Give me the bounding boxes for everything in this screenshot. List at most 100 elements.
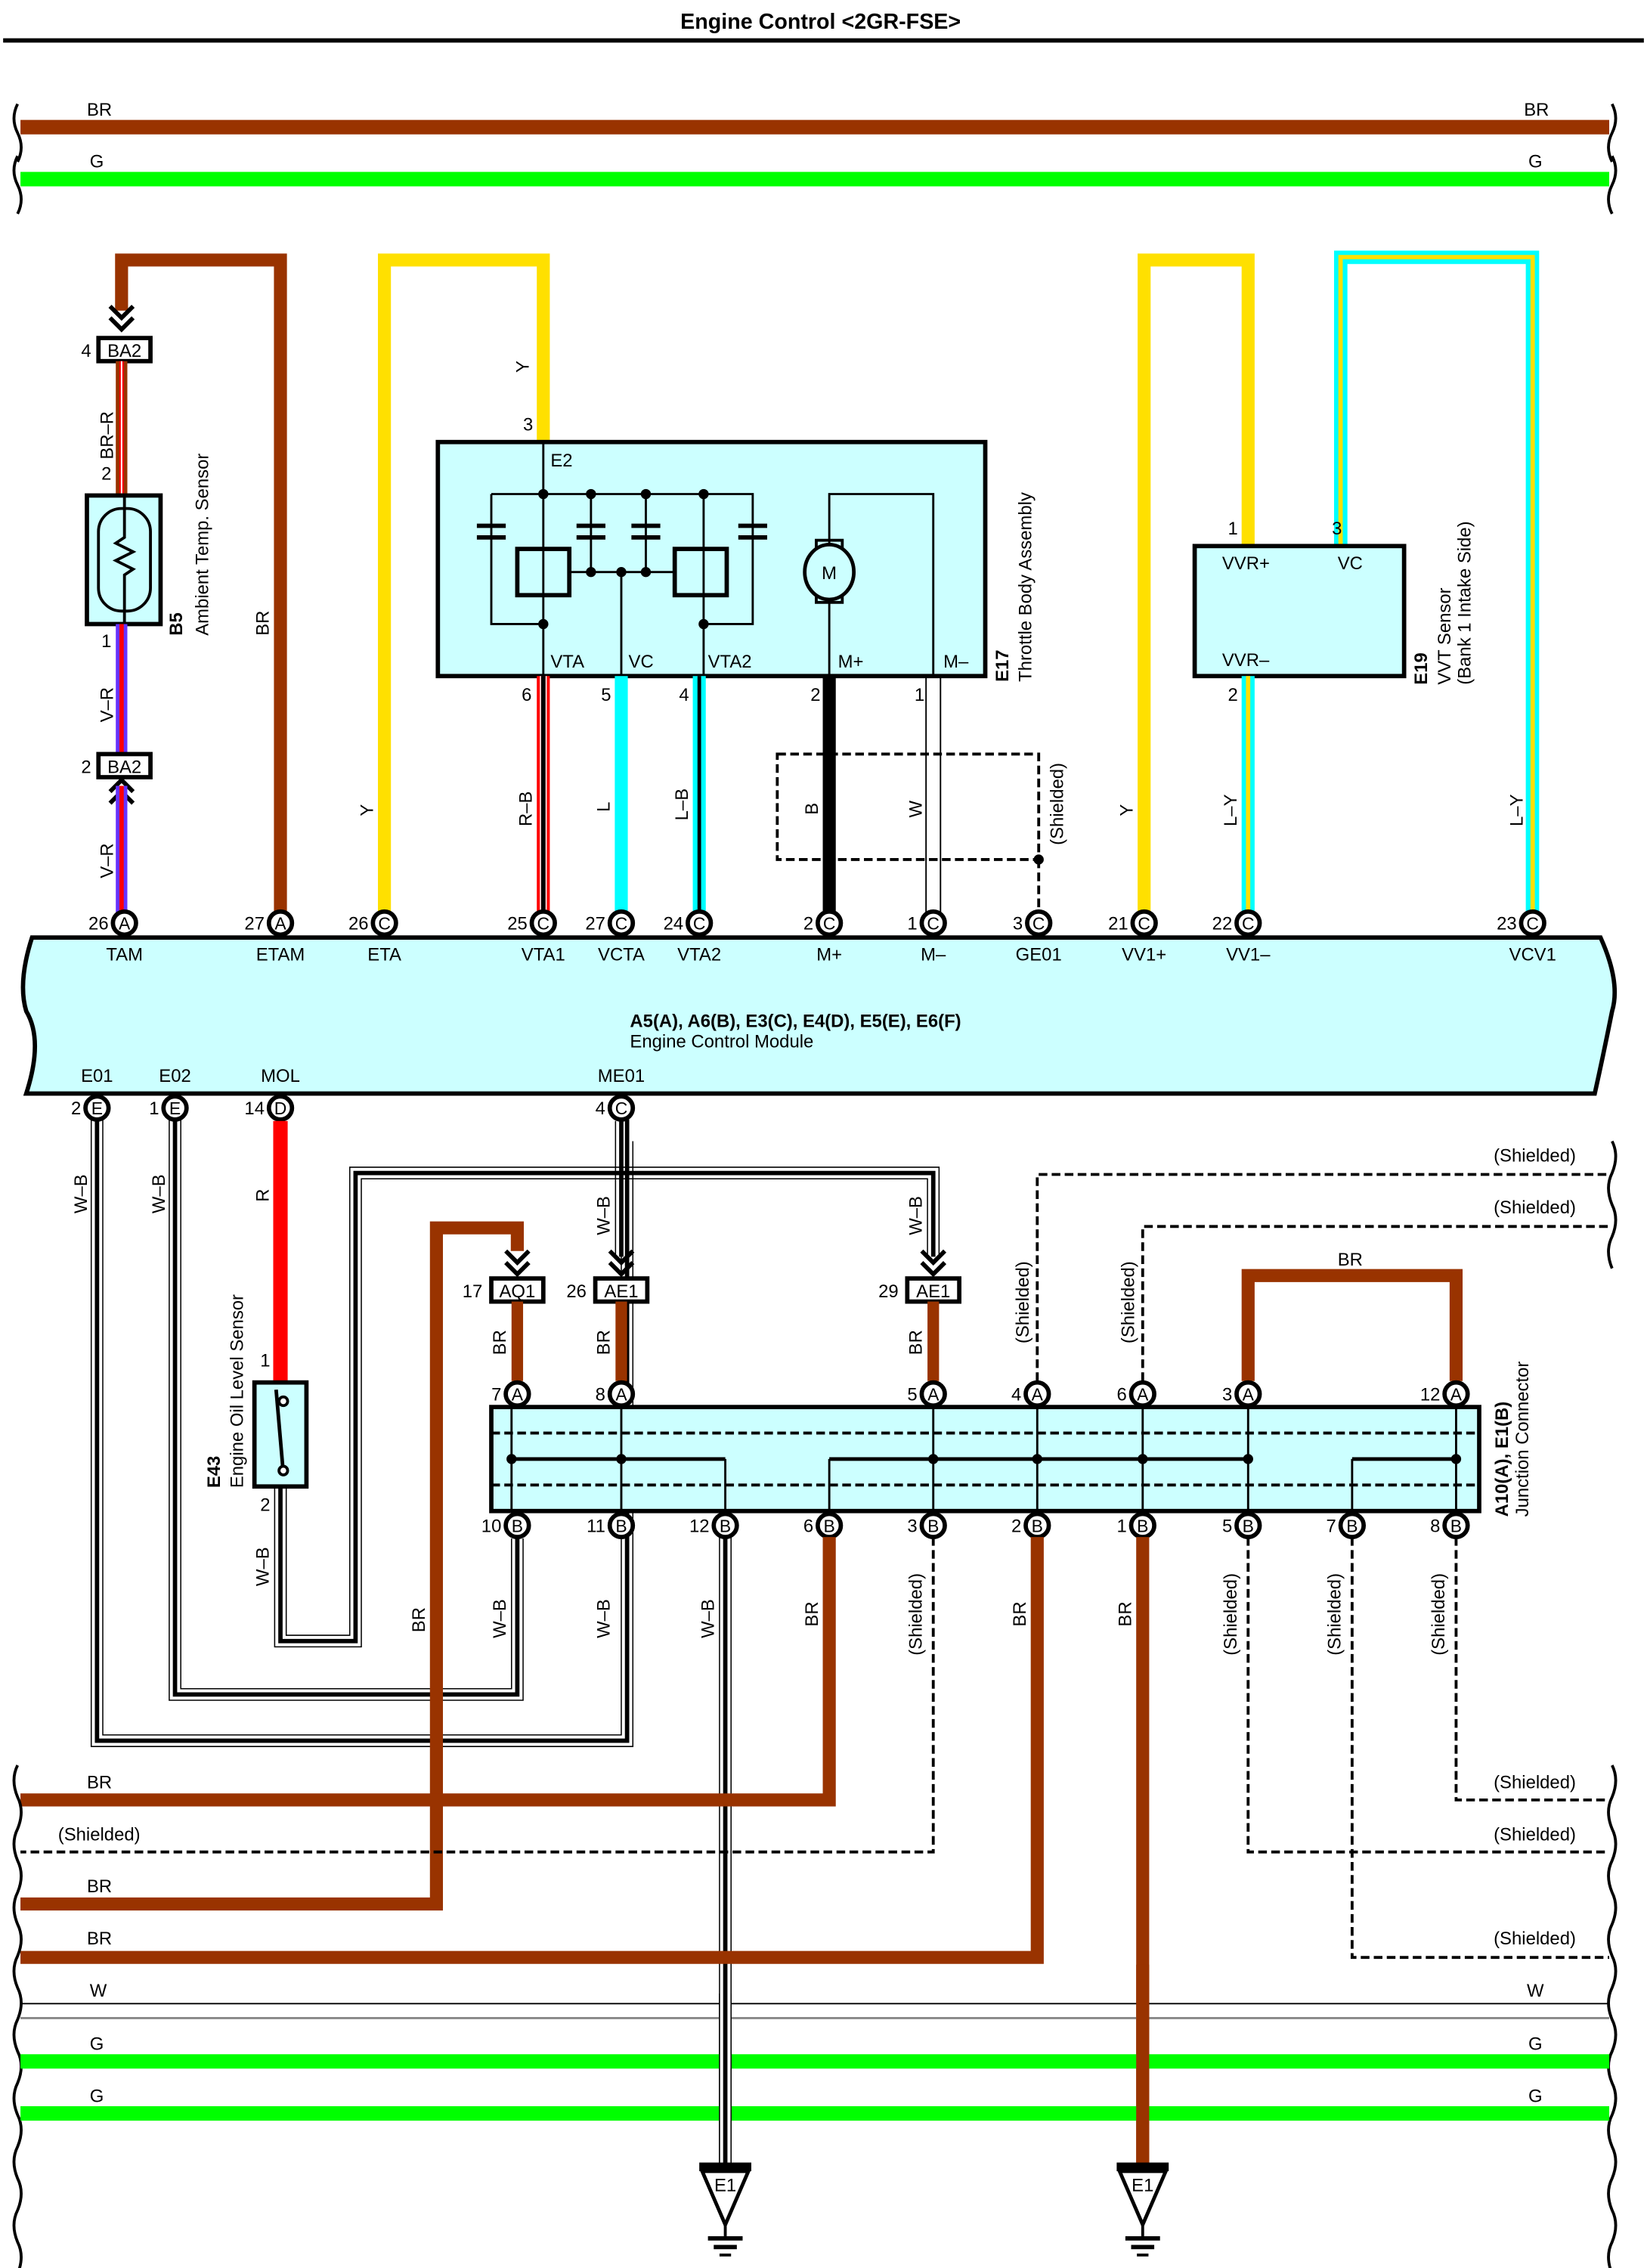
svg-text:BR: BR xyxy=(594,1330,615,1355)
svg-text:G: G xyxy=(90,2086,104,2106)
pin-number: 3 xyxy=(907,1516,917,1536)
pin-number: 26 xyxy=(348,914,369,934)
connector-pin: C2M+ xyxy=(803,909,844,965)
pin-number: 22 xyxy=(1212,914,1233,934)
pin-connector-letter: C xyxy=(823,914,836,934)
shield-b3: (Shielded) xyxy=(20,1537,935,1854)
throttle-body-e17: E2 M xyxy=(435,439,1036,682)
wire-r-b: 6 R–B xyxy=(516,676,550,913)
shield-b5-b7-b8: (Shielded) (Shielded) (Shielded) (Shield… xyxy=(1221,1537,1609,1960)
connector-pin: A12 xyxy=(1420,1380,1470,1408)
pin-connector-letter: E xyxy=(91,1098,103,1118)
pin-number: 1 xyxy=(1116,1516,1126,1536)
svg-text:3: 3 xyxy=(1332,519,1342,539)
svg-text:BR: BR xyxy=(87,1876,112,1897)
connector-pin: B3 xyxy=(907,1511,947,1539)
svg-text:E43: E43 xyxy=(204,1456,224,1488)
pin-number: 3 xyxy=(1013,914,1023,934)
svg-text:17: 17 xyxy=(463,1281,483,1302)
wire-w: 1 W xyxy=(906,676,942,913)
bus-w: W W xyxy=(20,1981,1609,2019)
shield-e17: (Shielded) xyxy=(776,752,1068,913)
pin-number: 2 xyxy=(71,1098,81,1119)
pin-number: 8 xyxy=(596,1385,605,1405)
pin-connector-letter: A xyxy=(1243,1385,1255,1405)
svg-text:3: 3 xyxy=(523,414,533,435)
wire-label: BR xyxy=(253,611,274,636)
svg-text:Engine Control Module: Engine Control Module xyxy=(630,1031,813,1052)
ground-icon xyxy=(707,2224,743,2257)
svg-text:W–B: W–B xyxy=(594,1599,615,1638)
pin-number: 10 xyxy=(481,1516,502,1536)
pin-number: 7 xyxy=(491,1385,501,1405)
pin-terminal-name: VV1– xyxy=(1226,945,1271,965)
svg-text:L–B: L–B xyxy=(672,789,692,820)
pin-connector-letter: C xyxy=(615,914,628,934)
pin-terminal-name: MOL xyxy=(261,1066,300,1086)
pin-connector-letter: B xyxy=(615,1516,627,1535)
svg-text:BR: BR xyxy=(1338,1250,1363,1270)
pin-number: 6 xyxy=(1116,1385,1126,1405)
svg-text:B5: B5 xyxy=(166,612,187,636)
svg-text:VC: VC xyxy=(1338,553,1363,574)
pin-terminal-name: M+ xyxy=(816,945,842,965)
svg-text:BR: BR xyxy=(490,1330,510,1355)
svg-text:Ambient Temp. Sensor: Ambient Temp. Sensor xyxy=(192,454,212,636)
pin-number: 5 xyxy=(907,1385,917,1405)
svg-text:(Shielded): (Shielded) xyxy=(1429,1573,1449,1656)
thermistor-icon xyxy=(112,495,137,624)
svg-text:(Shielded): (Shielded) xyxy=(1118,1261,1138,1343)
svg-text:BR: BR xyxy=(87,1929,112,1949)
svg-text:4: 4 xyxy=(81,341,91,361)
wires-br-to-jc: BR BR BR xyxy=(490,1301,940,1381)
pin-number: 24 xyxy=(664,914,684,934)
svg-text:(Shielded): (Shielded) xyxy=(906,1573,926,1656)
svg-text:G: G xyxy=(1528,2034,1543,2054)
wire-y-eta-e2 xyxy=(378,253,550,913)
svg-text:VTA2: VTA2 xyxy=(708,652,752,672)
svg-text:W–B: W–B xyxy=(490,1599,510,1638)
bottom-buses: BR (Shielded) BR BR W W G G G G xyxy=(12,1765,1618,2268)
svg-text:V–R: V–R xyxy=(97,843,117,878)
motor-icon: M xyxy=(803,538,856,604)
pin-number: 21 xyxy=(1108,914,1128,934)
svg-text:BR: BR xyxy=(906,1330,926,1355)
wire-br-etam xyxy=(115,253,287,925)
bus-label-left: G xyxy=(90,152,104,172)
connector-pin: A4 xyxy=(1011,1380,1051,1408)
svg-text:1: 1 xyxy=(915,685,924,705)
svg-text:R–B: R–B xyxy=(516,792,537,826)
svg-text:W: W xyxy=(906,801,926,818)
svg-text:AE1: AE1 xyxy=(604,1281,638,1302)
connector-ae1-29: AE1 29 xyxy=(878,1249,961,1304)
pin-connector-letter: A xyxy=(1032,1385,1044,1405)
svg-text:M+: M+ xyxy=(838,652,864,672)
pin-connector-letter: C xyxy=(537,914,550,934)
svg-text:2: 2 xyxy=(81,757,91,777)
wire-br-aq1-loop xyxy=(20,1221,525,1911)
connector-ba2-bottom: BA2 2 xyxy=(81,751,153,805)
pin-connector-letter: C xyxy=(1138,914,1150,934)
pin-connector-letter: A xyxy=(274,914,286,934)
pin-connector-letter: A xyxy=(615,1385,627,1405)
ambient-temp-sensor-b5: B5 Ambient Temp. Sensor xyxy=(85,454,212,636)
pin-connector-letter: A xyxy=(1450,1385,1463,1405)
pin-terminal-name: VCTA xyxy=(598,945,645,965)
wire-l-b: 4 L–B xyxy=(672,676,706,913)
svg-text:29: 29 xyxy=(878,1281,899,1302)
svg-text:W–B: W–B xyxy=(594,1196,615,1235)
svg-text:VTA: VTA xyxy=(550,652,584,672)
pin-connector-letter: B xyxy=(1137,1516,1148,1535)
pin-number: 12 xyxy=(689,1516,710,1536)
